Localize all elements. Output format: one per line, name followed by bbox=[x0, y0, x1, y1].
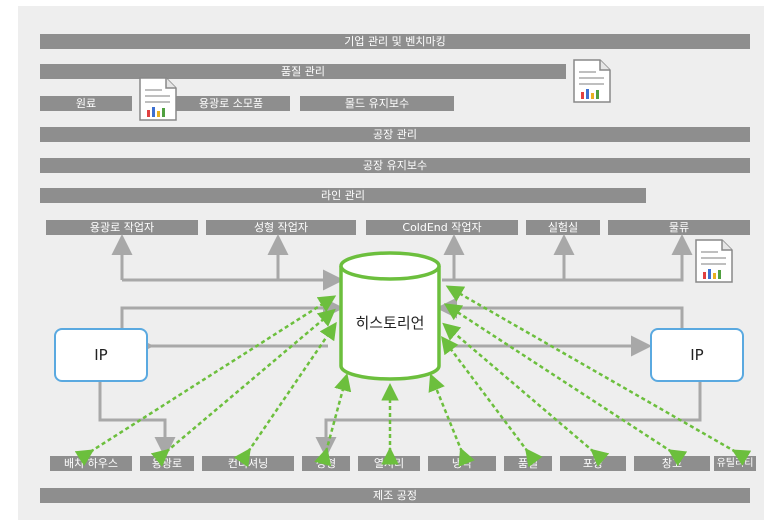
plant-mgmt-bar: 공장 관리 bbox=[40, 127, 750, 142]
ip-box-right: IP bbox=[650, 328, 744, 382]
worker-forming: 성형 작업자 bbox=[206, 220, 356, 235]
report-document-icon bbox=[139, 77, 177, 121]
report-document-icon bbox=[573, 59, 611, 103]
ip-box-left: IP bbox=[54, 328, 148, 382]
line-mgmt-bar: 라인 관리 bbox=[40, 188, 646, 203]
report-document-icon bbox=[695, 239, 733, 283]
plant-maint-bar: 공장 유지보수 bbox=[40, 158, 750, 173]
enterprise-bar: 기업 관리 및 벤치마킹 bbox=[40, 34, 750, 49]
historian-database-icon bbox=[339, 251, 441, 381]
worker-furnace: 용광로 작업자 bbox=[46, 220, 198, 235]
historian-label: 히스토리언 bbox=[355, 314, 425, 332]
mold-bar: 몰드 유지보수 bbox=[300, 96, 454, 111]
raw-bar: 원료 bbox=[40, 96, 132, 111]
furnace-parts-bar: 용광로 소모품 bbox=[172, 96, 290, 111]
worker-coldend: ColdEnd 작업자 bbox=[366, 220, 518, 235]
manufacturing-bar: 제조 공정 bbox=[40, 488, 750, 503]
quality-bar: 품질 관리 bbox=[40, 64, 566, 79]
worker-lab: 실험실 bbox=[526, 220, 600, 235]
worker-logistics: 물류 bbox=[608, 220, 750, 235]
